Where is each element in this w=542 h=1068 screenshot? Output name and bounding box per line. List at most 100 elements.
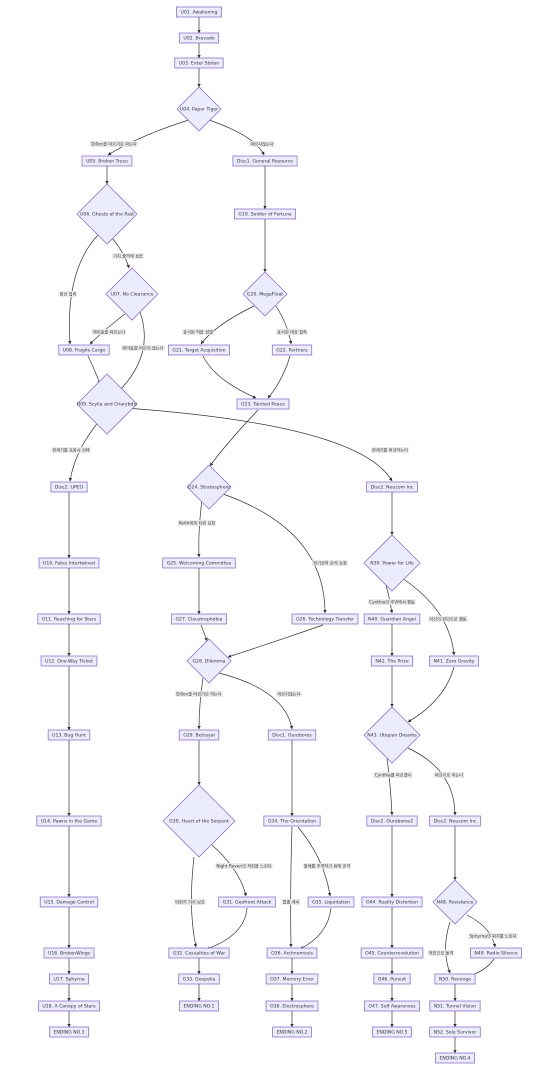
- edge-label-bg: [281, 899, 301, 905]
- edge-label-text: 탈출 계속: [283, 898, 300, 905]
- process-box: [263, 815, 321, 827]
- process-box: [265, 1000, 319, 1012]
- node-label: G28. Dilemma: [192, 659, 225, 665]
- edge-label-bg: [302, 863, 352, 869]
- node-label: U01. Awakening: [181, 10, 218, 16]
- process-box: [373, 973, 411, 985]
- node-o37: O37. Memory Error: [265, 973, 319, 985]
- process-box: [429, 1026, 481, 1038]
- node-disc2o: Disc2. Ouroboros2: [366, 815, 418, 827]
- edge-g21-g23: [202, 355, 257, 399]
- node-disc1g: Disc1. General Resource: [232, 155, 298, 167]
- edge-label-text: 표식된 대상 접촉: [277, 328, 307, 335]
- process-box: [37, 613, 101, 625]
- node-u18: U18. A Canopy of Stars: [37, 1000, 101, 1012]
- process-box: [366, 815, 418, 827]
- node-label: N52. Sole Survivor: [434, 1030, 477, 1036]
- node-n40: N40. Guardian Angel: [363, 613, 421, 625]
- node-label: O47. Self Awareness: [368, 1004, 416, 1010]
- process-box: [364, 1000, 420, 1012]
- node-label: O34. The Orientation: [268, 819, 316, 825]
- edge-label-u04_disc1: 따르지않는다: [249, 140, 275, 147]
- node-label: ENDING NO.4: [440, 1056, 471, 1062]
- process-box: [435, 1052, 475, 1064]
- edge-label-n39_n41: 자신의 판단으로 행동: [428, 615, 468, 622]
- node-label: N41. Zero Gravity: [433, 659, 474, 665]
- edge-u06-u08: [68, 234, 99, 345]
- process-box: [429, 655, 479, 667]
- node-label: U10. Fates Intertwined: [43, 561, 95, 567]
- edge-label-text: 레이동을 따르지 않는다: [122, 344, 163, 351]
- node-label: U14. Pawns in the Game: [41, 819, 98, 825]
- node-g28: G28. Dilemma: [186, 638, 232, 684]
- node-end4: ENDING NO.4: [435, 1052, 475, 1064]
- edge-u04-disc1g: [202, 117, 265, 156]
- node-label: U02. Bravado: [183, 36, 214, 42]
- process-box: [232, 155, 298, 167]
- node-u05: U05. Broken Truce: [81, 155, 133, 167]
- node-n48: N48. Resistance: [432, 879, 478, 925]
- edge-label-o34_o36: 탈출 계속: [281, 898, 301, 905]
- edge-g30-g31: [211, 844, 247, 897]
- edge-n43-disc2o: [386, 757, 394, 816]
- process-box: [233, 208, 297, 220]
- edge-label-n48_n50: 적진으로 돌격: [427, 949, 455, 956]
- node-label: U03. Enter Stolon: [179, 61, 220, 67]
- node-label: N42. The Prize: [375, 659, 408, 665]
- process-box: [307, 896, 355, 908]
- process-box: [174, 57, 224, 69]
- edge-label-text: 자신의 판단으로 행동: [429, 615, 466, 622]
- node-label: ENDING NO.2: [277, 1030, 308, 1036]
- process-box: [58, 344, 110, 356]
- node-label: Disc2. Neucom Inc: [371, 485, 414, 491]
- node-u15: U15. Damage Control: [39, 896, 99, 908]
- process-box: [178, 729, 220, 741]
- process-box: [47, 729, 91, 741]
- decision-shape: [186, 638, 232, 684]
- node-o35: O35. Liquidation: [307, 896, 355, 908]
- node-label: U06. Ghosts of the Past: [80, 212, 134, 218]
- node-end5: ENDING NO.5: [372, 1026, 412, 1038]
- edge-label-bg: [249, 141, 275, 147]
- edge-label-text: Cynthia의 주변에서 행동: [369, 598, 415, 605]
- node-u13: U13. Bug Hunt: [47, 729, 91, 741]
- node-label: ENDING NO.3: [54, 1030, 85, 1036]
- node-label: U13. Bug Hunt: [52, 733, 86, 739]
- edge-label-u09_disc2u: 한계기를 포함시 선택: [51, 446, 91, 453]
- process-box: [40, 655, 98, 667]
- edge-label-n39_n40: Cynthia의 주변에서 행동: [368, 598, 416, 605]
- edge-label-bg: [90, 141, 138, 147]
- node-u12: U12. One-Way Ticket: [40, 655, 98, 667]
- node-u09: U09. Scylla and Charybdis: [76, 373, 138, 435]
- edge-label-bg: [368, 599, 416, 605]
- edge-label-text: 한계기를 파괴하는다: [372, 446, 408, 453]
- decision-shape: [176, 86, 222, 132]
- node-label: G27. Claustrophobia: [176, 617, 223, 623]
- edge-label-text: 전기공학 분석 요청: [313, 559, 347, 566]
- node-label: U07. No Clearance: [111, 292, 154, 298]
- edge-label-text: 함선 접촉: [60, 290, 77, 297]
- node-label: N40. Guardian Angel: [368, 617, 416, 623]
- process-box: [49, 1026, 89, 1038]
- decision-shape: [162, 784, 236, 858]
- node-g30: G30. Heart of the Serpent: [162, 784, 236, 858]
- node-g27: G27. Claustrophobia: [171, 613, 227, 625]
- process-box: [168, 344, 230, 356]
- node-g22: G22. Partners: [271, 344, 313, 356]
- process-box: [361, 896, 423, 908]
- edge-label-u04_u05: Dillon을 따르기로 하는다: [90, 140, 138, 147]
- edge-label-text: 적진으로 돌격: [429, 949, 454, 956]
- node-n41: N41. Zero Gravity: [429, 655, 479, 667]
- edge-g28-g29: [197, 677, 204, 730]
- node-label: U18. A Canopy of Stars: [42, 1004, 96, 1010]
- node-disc2n: Disc2. Neucom Inc: [366, 481, 418, 493]
- edge-label-bg: [91, 329, 127, 335]
- edge-u08-u09: [87, 355, 101, 385]
- decision-shape: [242, 271, 288, 317]
- edge-label-bg: [174, 899, 206, 905]
- node-label: G24. Stratosphere: [188, 485, 230, 491]
- edge-u06-u07: [111, 237, 130, 269]
- edge-label-text: Night Raven의 적진을 노린다: [216, 862, 271, 869]
- process-box: [291, 613, 359, 625]
